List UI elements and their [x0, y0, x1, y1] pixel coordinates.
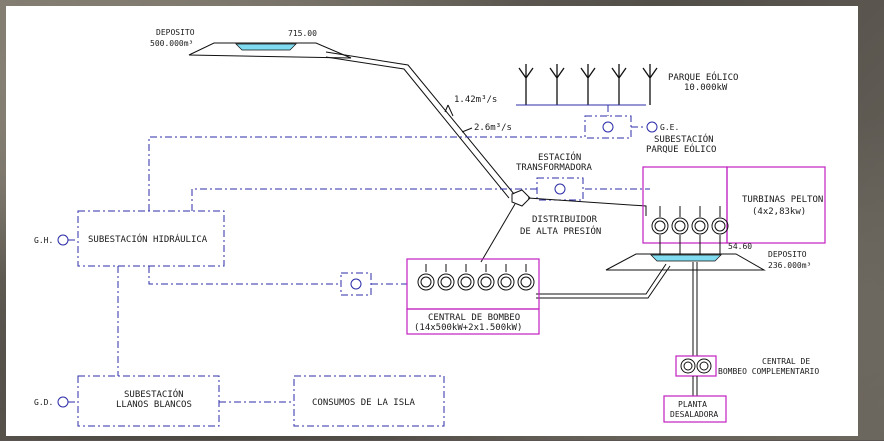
return-pipe-b	[536, 266, 670, 298]
desal-line2: DESALADORA	[670, 410, 718, 419]
pump-unit-icon	[478, 264, 494, 290]
wind-turbine-icon	[550, 64, 564, 105]
turbines-detail: (4x2,83kw)	[752, 207, 806, 217]
transform-station-box	[537, 178, 583, 200]
pump-units	[418, 264, 534, 290]
distributor-node	[512, 190, 530, 206]
hydro-gen-tag: G.H.	[34, 236, 53, 245]
wind-substation-line2: PARQUE EÓLICO	[646, 143, 716, 155]
wind-substation-line1: SUBESTACIÓN	[654, 133, 714, 145]
network-upper	[149, 137, 585, 211]
llanos-gen-tag: G.D.	[34, 398, 53, 407]
llanos-line1: SUBESTACIÓN	[124, 388, 184, 400]
desal-line1: PLANTA	[678, 400, 707, 409]
wind-substation-box	[585, 116, 631, 138]
complementary-pipe	[693, 262, 697, 356]
pelton-turbine-icon	[652, 206, 668, 256]
pipe-to-pumps	[481, 204, 515, 262]
hydro-wind-diagram: DEPOSITO 500.000m³ 715.00 1.42m³/s 2.6m³…	[6, 6, 858, 436]
llanos-line2: LLANOS BLANCOS	[116, 400, 192, 410]
generator-icon	[58, 235, 68, 245]
wind-turbine-icon	[519, 64, 533, 105]
pump-unit-icon	[518, 264, 534, 290]
wind-turbine-icon	[643, 64, 657, 105]
return-pipe	[536, 264, 666, 294]
pump-unit-icon	[458, 264, 474, 290]
lower-reservoir: 54.60 DEPOSITO 236.000m³	[606, 242, 811, 270]
upper-reservoir: DEPOSITO 500.000m³ 715.00	[150, 28, 351, 58]
generator-icon	[647, 122, 657, 132]
pelton-turbine-icon	[712, 206, 728, 256]
flow-upper: 1.42m³/s	[454, 95, 497, 105]
pelton-turbine-icon	[672, 206, 688, 256]
pump-unit-icon	[681, 359, 695, 373]
wind-farm	[519, 64, 657, 105]
wind-gen-tag: G.E.	[660, 123, 679, 132]
complementary-pump-box	[676, 356, 716, 376]
distributor-line1: DISTRIBUIDOR	[532, 215, 598, 225]
pump-unit-icon	[697, 359, 711, 373]
generator-icon	[58, 397, 68, 407]
transform-station-line2: TRANSFORMADORA	[516, 163, 592, 173]
pump-station-line2: (14x500kW+2x1.500kW)	[414, 323, 522, 333]
complementary-line1: CENTRAL DE	[762, 357, 810, 366]
upper-reservoir-label: DEPOSITO	[156, 28, 195, 37]
complementary-line2: BOMBEO COMPLEMENTARIO	[718, 367, 819, 376]
lower-elevation: 54.60	[728, 242, 752, 251]
wind-farm-title: PARQUE EÓLICO	[668, 71, 738, 83]
pelton-turbine-icon	[692, 206, 708, 256]
hydro-substation-label: SUBESTACIÓN HIDRÁULICA	[88, 233, 208, 245]
wind-turbine-icon	[581, 64, 595, 105]
plant-pipe	[693, 376, 697, 396]
distributor-line2: DE ALTA PRESIÓN	[520, 225, 601, 237]
lower-reservoir-label: DEPOSITO	[768, 250, 807, 259]
penstock: 1.42m³/s 2.6m³/s	[326, 52, 514, 198]
diagram-sheet: DEPOSITO 500.000m³ 715.00 1.42m³/s 2.6m³…	[6, 6, 858, 436]
lower-reservoir-capacity: 236.000m³	[768, 261, 811, 270]
complementary-pump-units	[681, 359, 711, 373]
wind-turbine-icon	[612, 64, 626, 105]
pump-station-line1: CENTRAL DE BOMBEO	[428, 313, 520, 323]
wind-farm-power: 10.000kW	[684, 83, 728, 93]
consumos-label: CONSUMOS DE LA ISLA	[312, 398, 416, 408]
transform-station-line1: ESTACIÓN	[538, 151, 581, 163]
turbines-label-box	[727, 167, 825, 243]
turbine-units	[652, 206, 728, 256]
pipe-to-turbines	[528, 198, 646, 216]
pump-unit-icon	[438, 264, 454, 290]
flow-lower: 2.6m³/s	[474, 123, 512, 133]
pump-unit-icon	[418, 264, 434, 290]
pump-unit-icon	[498, 264, 514, 290]
pump-station-box	[407, 259, 539, 309]
transformer-lower-box	[341, 273, 371, 295]
turbines-title: TURBINAS PELTON	[742, 195, 823, 205]
upper-elevation: 715.00	[288, 29, 317, 38]
upper-reservoir-capacity: 500.000m³	[150, 39, 193, 48]
